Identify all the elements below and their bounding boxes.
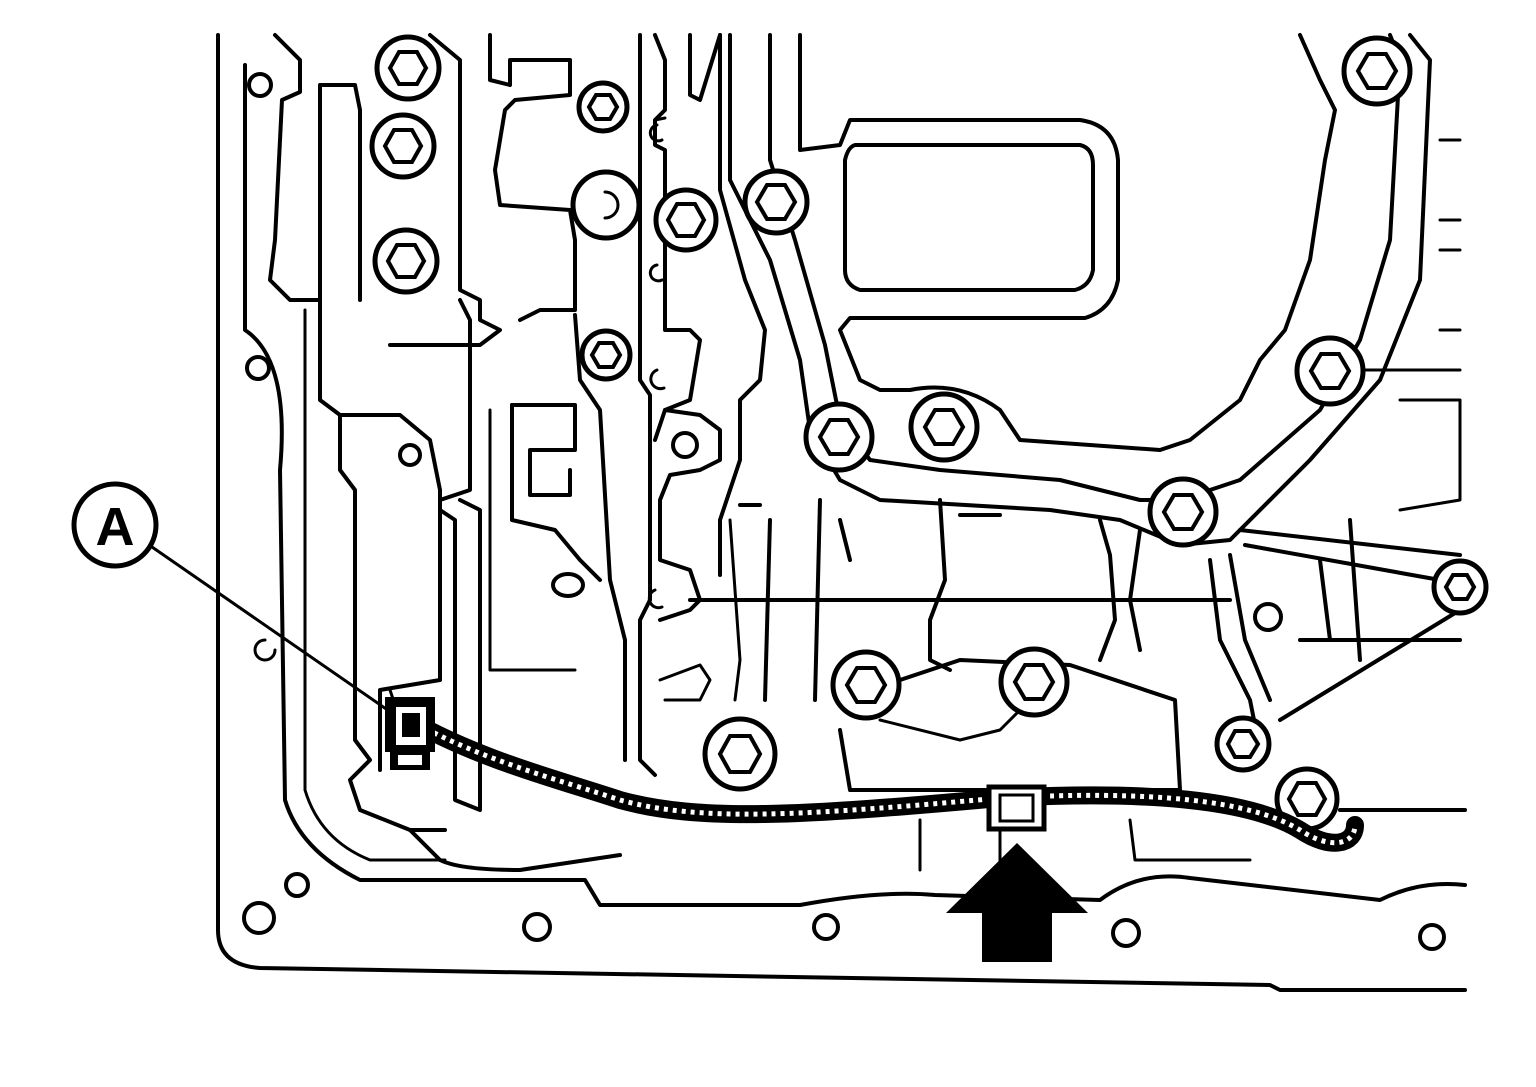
bolt — [570, 169, 642, 241]
bolt — [702, 716, 778, 792]
dowel-hole — [398, 443, 422, 467]
spool-column — [638, 33, 767, 777]
harness-clip-icon — [986, 784, 1047, 832]
bolt — [1294, 335, 1366, 407]
dowel-hole — [242, 901, 276, 935]
bolts — [369, 34, 1489, 832]
bolt — [372, 227, 440, 295]
bolt — [742, 168, 810, 236]
wiring-harness — [401, 711, 1364, 852]
bolt — [1147, 476, 1219, 548]
cover-plate — [728, 33, 1432, 547]
bolt — [576, 80, 630, 134]
left-passages — [268, 33, 627, 872]
bolt — [1431, 558, 1489, 616]
dowel-holes — [242, 72, 1446, 951]
dowel-hole — [245, 355, 271, 381]
valve-body-outline — [216, 33, 1467, 992]
dowel-hole — [1418, 923, 1446, 951]
dowel-hole — [247, 72, 273, 98]
harness-connector-icon — [385, 697, 435, 770]
dowel-hole — [671, 431, 699, 459]
bolt — [908, 391, 980, 463]
callout-circle — [71, 481, 159, 569]
bolt — [1341, 35, 1413, 107]
dowel-hole — [551, 572, 585, 598]
bolt — [1214, 715, 1272, 773]
bolt — [998, 646, 1070, 718]
bolt — [830, 649, 902, 721]
callout-a: A — [71, 481, 394, 715]
dowel-hole — [284, 872, 310, 898]
dowel-hole — [522, 912, 552, 942]
callout-label: A — [96, 497, 135, 557]
dowel-hole — [253, 638, 277, 662]
dowel-hole — [812, 913, 840, 941]
bolt — [374, 34, 442, 102]
bolt — [579, 328, 633, 382]
bolt — [653, 187, 719, 253]
lower-passages — [688, 138, 1467, 872]
arrow-up-icon — [946, 843, 1088, 962]
dowel-hole — [1253, 602, 1283, 632]
bolt — [369, 112, 437, 180]
bolt — [803, 401, 875, 473]
dowel-hole — [1111, 918, 1141, 948]
